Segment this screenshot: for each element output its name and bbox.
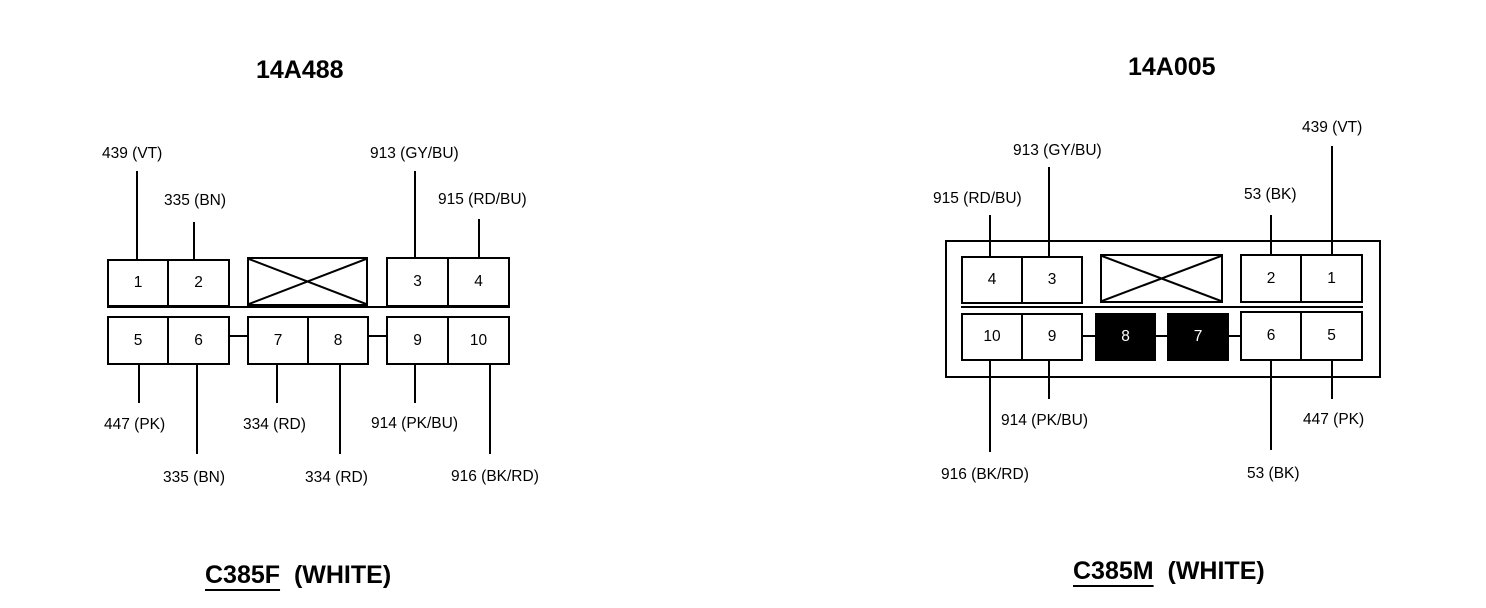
pin-8: 8	[307, 316, 369, 365]
pin-6: 6	[167, 316, 230, 365]
right-connector-color: (WHITE)	[1167, 557, 1265, 585]
wire-label-pin1: 439 (VT)	[1302, 119, 1363, 136]
wire-line-pin9	[1048, 359, 1050, 399]
right-connector-code: C385M	[1073, 557, 1154, 585]
wire-line-pin4	[478, 219, 480, 259]
pin-8: 8	[1095, 313, 1156, 361]
left-connector-color: (WHITE)	[293, 561, 392, 589]
wire-label-pin2: 53 (BK)	[1244, 186, 1297, 203]
pin-7: 7	[247, 316, 309, 365]
wire-label-pin1: 439 (VT)	[102, 145, 163, 162]
connector-link	[1082, 335, 1096, 337]
wire-line-pin1	[136, 171, 138, 261]
blocked-cavity-cross	[249, 259, 366, 304]
blocked-cavity	[1100, 254, 1223, 303]
pin-2: 2	[167, 259, 230, 307]
pin-5: 5	[107, 316, 169, 365]
wire-line-pin1	[1331, 146, 1333, 255]
pin-5: 5	[1300, 311, 1363, 361]
wire-line-pin5	[1331, 359, 1333, 399]
blocked-cavity-cross	[1102, 256, 1221, 301]
blocked-cavity	[247, 257, 368, 306]
wire-label-pin5: 447 (PK)	[104, 416, 166, 433]
pin-10: 10	[447, 316, 510, 365]
left-connector-code: C385F	[205, 561, 281, 589]
wire-label-pin2: 335 (BN)	[164, 192, 227, 209]
right-connector-title: 14A005	[1128, 53, 1216, 81]
pin-1: 1	[107, 259, 169, 307]
connector-rail	[107, 306, 510, 308]
wire-line-pin6	[196, 363, 198, 454]
wire-label-pin3: 913 (GY/BU)	[1013, 142, 1102, 159]
pin-9: 9	[1021, 313, 1083, 361]
left-connector-title: 14A488	[256, 56, 344, 84]
wire-label-pin4: 915 (RD/BU)	[438, 191, 527, 208]
wire-label-pin4: 915 (RD/BU)	[933, 190, 1022, 207]
wire-line-pin8	[339, 363, 341, 454]
pin-3: 3	[386, 257, 449, 307]
wire-label-pin5: 447 (PK)	[1303, 411, 1365, 428]
left-connector-name: C385F (WHITE)	[205, 563, 391, 588]
wire-line-pin7	[276, 363, 278, 403]
wire-label-pin7: 334 (RD)	[243, 416, 306, 433]
wire-label-pin10: 916 (BK/RD)	[941, 466, 1029, 483]
connector-link	[230, 335, 247, 337]
pin-9: 9	[386, 316, 449, 365]
wire-line-pin6	[1270, 359, 1272, 450]
pin-7: 7	[1167, 313, 1229, 361]
connector-link	[1228, 335, 1241, 337]
wire-line-pin3	[1048, 167, 1050, 257]
connector-link	[1155, 335, 1167, 337]
pin-1: 1	[1300, 254, 1363, 303]
pin-6: 6	[1240, 311, 1302, 361]
connector-rail	[961, 306, 1363, 308]
wire-line-pin9	[414, 363, 416, 403]
wire-label-pin3: 913 (GY/BU)	[370, 145, 459, 162]
pin-10: 10	[961, 313, 1023, 361]
connector-link	[369, 335, 387, 337]
right-connector-name: C385M (WHITE)	[1073, 559, 1265, 584]
wire-label-pin6: 53 (BK)	[1247, 465, 1300, 482]
wire-line-pin10	[989, 359, 991, 452]
pin-4: 4	[447, 257, 510, 307]
wire-label-pin9: 914 (PK/BU)	[1001, 412, 1089, 429]
wire-line-pin2	[193, 222, 195, 261]
pin-2: 2	[1240, 254, 1302, 303]
wire-label-pin8: 334 (RD)	[305, 469, 368, 486]
wire-label-pin10: 916 (BK/RD)	[451, 468, 539, 485]
wire-line-pin2	[1270, 215, 1272, 255]
wire-label-pin6: 335 (BN)	[163, 469, 226, 486]
wire-line-pin4	[989, 215, 991, 257]
pin-4: 4	[961, 256, 1023, 304]
wire-line-pin3	[414, 171, 416, 259]
wire-label-pin9: 914 (PK/BU)	[371, 415, 459, 432]
connector-shell	[945, 240, 1381, 378]
wire-line-pin10	[489, 363, 491, 454]
pin-3: 3	[1021, 256, 1083, 304]
wire-line-pin5	[138, 363, 140, 403]
